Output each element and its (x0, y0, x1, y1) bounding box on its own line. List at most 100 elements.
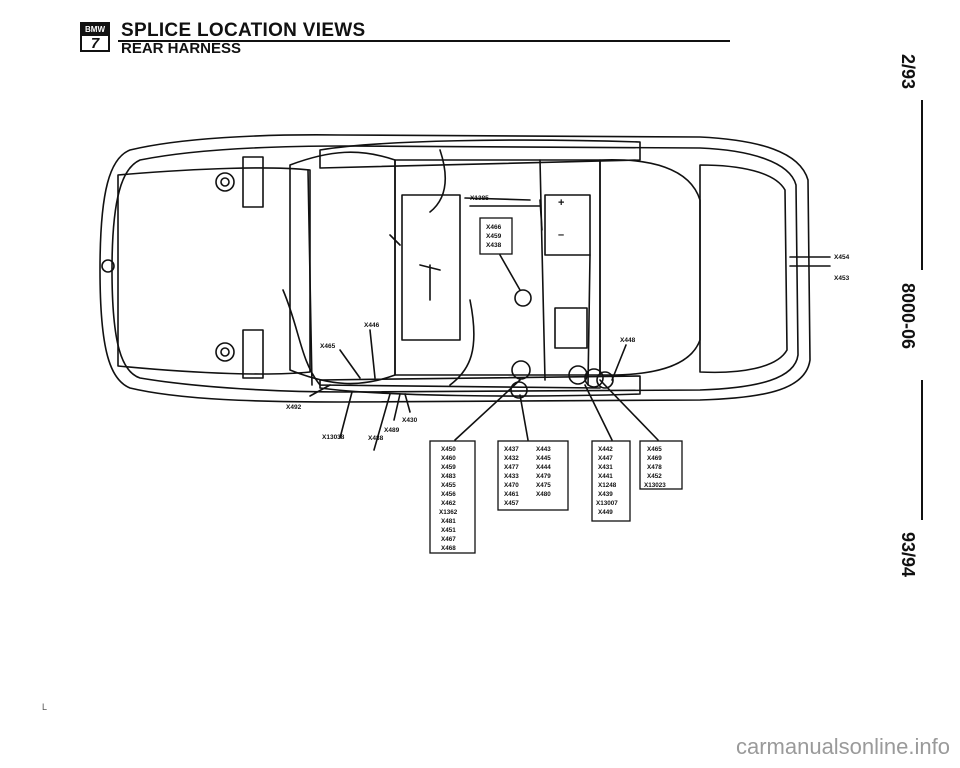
battery-feed (469, 199, 543, 231)
splice-id: X456 (441, 491, 456, 498)
left-tail-light (242, 156, 264, 208)
splice-id: X432 (504, 455, 519, 462)
splice-id: X439 (598, 491, 613, 498)
battery-box-item: X438 (486, 242, 502, 249)
leader-box2 (519, 394, 529, 441)
battery-plus-symbol: + (558, 197, 564, 209)
harness-main-run (282, 149, 601, 389)
splice-id: X467 (441, 536, 456, 543)
stray-mark: L (42, 702, 48, 712)
label-x448: X448 (620, 337, 636, 344)
splice-id: X480 (536, 491, 551, 498)
side-window-bottom (319, 375, 641, 397)
car-inner-outline (111, 145, 799, 393)
logo-series: 7 (90, 35, 100, 52)
splice-id: X457 (504, 500, 519, 507)
splice-box-2 (497, 440, 569, 511)
splice-id: X451 (441, 527, 456, 534)
splice-id: X479 (536, 473, 551, 480)
splice-id: X455 (441, 482, 456, 489)
splice-id: X468 (441, 545, 456, 552)
splice-id: X437 (504, 446, 519, 453)
splice-id: X447 (598, 455, 613, 462)
splice-id: X483 (441, 473, 456, 480)
label-x454: X454 (834, 254, 850, 261)
splice-box-1-list: X450 X460 X459 X483 X455 X456 X462 X1362… (439, 446, 458, 552)
roof-panel (394, 159, 601, 376)
label-x492: X492 (286, 404, 302, 411)
splice-id: X450 (441, 446, 456, 453)
logo-brand: BMW (82, 24, 108, 36)
splice-id: X441 (598, 473, 613, 480)
connector-ring-5 (596, 371, 614, 389)
bmw-7-logo: BMW 7 (80, 22, 110, 52)
splice-id: X465 (647, 446, 662, 453)
splice-id: X445 (536, 455, 551, 462)
splice-id: X469 (647, 455, 662, 462)
splice-id: X462 (441, 500, 456, 507)
splice-id: X1248 (598, 482, 617, 489)
leader-x446 (369, 329, 376, 379)
leader-x430 (404, 393, 411, 413)
connector-ring-3 (568, 365, 588, 385)
right-tail-light (242, 329, 264, 379)
side-divider-2 (921, 380, 923, 520)
label-x430: X430 (402, 417, 418, 424)
leader-box4 (599, 379, 659, 441)
inner-box-pointer (499, 254, 521, 291)
label-x465: X465 (320, 343, 336, 350)
speaker-icon-bottom (215, 342, 235, 362)
battery-splice-box: X466 X459 X438 + – (479, 197, 564, 255)
splice-id: X1362 (439, 509, 458, 516)
splice-box-2-list: X437 X432 X477 X433 X470 X461 X457 X443 … (504, 446, 551, 507)
title-rule (118, 40, 730, 42)
battery-box-item: X466 (486, 224, 502, 231)
leader-x465 (339, 349, 361, 379)
splice-id: X478 (647, 464, 662, 471)
fuse-icon (514, 289, 532, 307)
splice-id: X452 (647, 473, 662, 480)
splice-id: X433 (504, 473, 519, 480)
splice-box-3-list: X442 X447 X431 X441 X1248 X439 X13007 X4… (596, 446, 618, 516)
leader-x488 (373, 393, 391, 451)
fuel-cap-icon (101, 259, 115, 273)
leader-x1385 (464, 197, 531, 201)
label-x13038: X13038 (322, 434, 345, 441)
sunroof (401, 194, 461, 341)
splice-id: X13023 (644, 482, 666, 489)
splice-id: X460 (441, 455, 456, 462)
car-body-outline (99, 134, 811, 403)
splice-id: X444 (536, 464, 551, 471)
connector-ring-4 (584, 368, 604, 388)
battery-lower-box (554, 307, 588, 349)
splice-box-4-list: X465 X469 X478 X452 X13023 (644, 446, 666, 489)
speaker-icon-top (215, 172, 235, 192)
label-x446: X446 (364, 322, 380, 329)
side-divider-1 (921, 100, 923, 270)
splice-id: X443 (536, 446, 551, 453)
splice-box-4 (639, 440, 683, 490)
leader-x492 (309, 384, 331, 397)
splice-id: X442 (598, 446, 613, 453)
splice-id: X449 (598, 509, 613, 516)
splice-box-3 (591, 440, 631, 522)
splice-id: X431 (598, 464, 613, 471)
leader-box1 (454, 379, 521, 441)
splice-id: X459 (441, 464, 456, 471)
page-title: SPLICE LOCATION VIEWS (121, 20, 366, 41)
windshield (599, 158, 701, 376)
leader-box3 (584, 384, 613, 441)
label-x453: X453 (834, 275, 850, 282)
splice-id: X13007 (596, 500, 618, 507)
splice-id: X477 (504, 464, 519, 471)
battery-box (544, 194, 591, 256)
side-window-top (319, 139, 641, 169)
connector-ring-1 (511, 360, 531, 380)
hood (699, 164, 788, 374)
splice-id: X470 (504, 482, 519, 489)
battery-minus-symbol: – (558, 229, 564, 241)
label-x488: X488 (368, 435, 384, 442)
battery-box-item: X459 (486, 233, 502, 240)
watermark: carmanualsonline.info (735, 734, 950, 759)
